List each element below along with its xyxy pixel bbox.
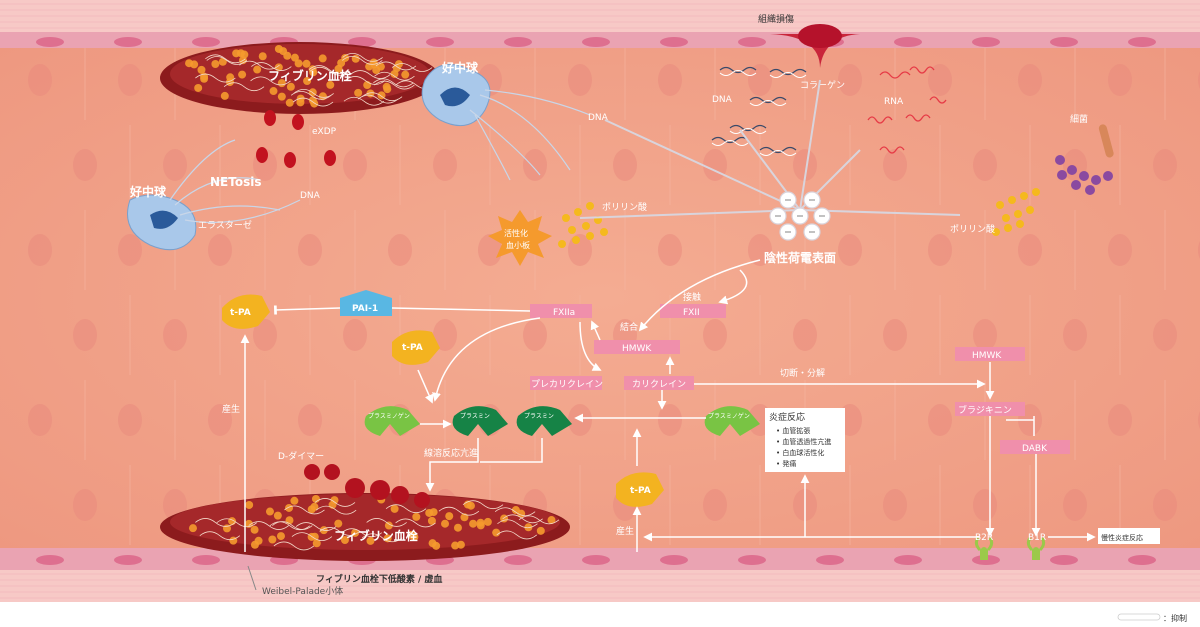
fibrin-top-label: フィブリン血栓 <box>268 68 352 83</box>
inflammation-box: 炎症反応 • 血管拡張 • 血管透過性亢進 • 白血球活性化 • 発痛 <box>765 408 845 472</box>
plasminogen-1-label: プラスミノゲン <box>368 412 410 420</box>
tpa-3-label: t-PA <box>630 486 651 496</box>
plasmin-2-label: プラスミン <box>524 413 554 420</box>
footer-bar <box>0 602 1200 627</box>
inflammation-title: 炎症反応 <box>769 411 805 423</box>
neutrophil-1-label: 好中球 <box>441 60 479 75</box>
fibrin-clot-top: フィブリン血栓 <box>160 42 440 114</box>
bacteria-label: 細菌 <box>1070 113 1088 125</box>
inflammation-item-4: • 発痛 <box>776 459 796 468</box>
neg-surface-label: 陰性荷電表面 <box>764 250 836 265</box>
ddimer-label: D-ダイマー <box>278 450 324 462</box>
plasminogen-2-label: プラスミノゲン <box>708 412 750 420</box>
pai1-label: PAI-1 <box>352 304 378 314</box>
collagen-label: コラーゲン <box>800 79 845 91</box>
fibrin-clot-bottom: フィブリン血栓 <box>160 493 570 561</box>
vessel-wall-top <box>0 0 1200 34</box>
legend-inhibit-label: ：抑制 <box>1163 613 1187 623</box>
hmwk-right-label: HMWK <box>972 351 1002 361</box>
weibel-label: Weibel-Palade小体 <box>262 585 343 597</box>
elastase-label: エラスターゼ <box>198 219 252 231</box>
inflammation-item-2: • 血管透過性亢進 <box>776 437 831 446</box>
dna-net-label: DNA <box>300 191 321 201</box>
production-left-label: 産生 <box>222 403 240 415</box>
exdp-label: eXDP <box>312 127 337 137</box>
production-right-label: 産生 <box>616 525 634 537</box>
dna-top-label: DNA <box>712 95 733 105</box>
contact-label: 接触 <box>683 291 701 303</box>
fxii-label: FXII <box>683 308 700 318</box>
fibrin-bottom-label: フィブリン血栓 <box>334 528 418 543</box>
neutrophil-2-label: 好中球 <box>129 184 167 199</box>
cleave-label: 切断・分解 <box>780 367 825 379</box>
kallikrein-label: カリクレイン <box>632 379 686 390</box>
chronic-box: 慢性炎症反応 <box>1098 528 1160 544</box>
tpa-2-label: t-PA <box>402 343 423 353</box>
prekallikrein-label: プレカリクレイン <box>531 379 603 390</box>
hmwk-center-label: HMWK <box>622 344 652 354</box>
inflammation-item-1: • 血管拡張 <box>776 426 810 435</box>
tissue-damage-label: 組織損傷 <box>758 13 794 25</box>
chronic-label: 慢性炎症反応 <box>1101 533 1143 542</box>
netosis-label: NETosis <box>210 175 261 189</box>
dabk-label: DABK <box>1022 444 1048 454</box>
platelet-label-2: 血小板 <box>506 240 530 250</box>
bradykinin-label: ブラジキニン <box>958 404 1012 416</box>
b1r-label: B1R <box>1028 533 1046 543</box>
tpa-1-label: t-PA <box>230 308 251 318</box>
inflammation-item-3: • 白血球活性化 <box>776 448 824 457</box>
hypoxia-label: フィブリン血栓下低酸素 / 虚血 <box>316 573 442 585</box>
polyp-left-label: ポリリン酸 <box>602 202 647 213</box>
plasmin-1-label: プラスミン <box>460 413 490 420</box>
fibrinolysis-label: 線溶反応亢進 <box>424 447 478 459</box>
dna-left-label: DNA <box>588 113 609 123</box>
rna-label: RNA <box>884 97 904 107</box>
polyp-right-label: ポリリン酸 <box>950 224 995 235</box>
platelet-label-1: 活性化 <box>504 228 528 238</box>
bind-label: 結合 <box>620 321 638 333</box>
fxiia-label: FXIIa <box>553 308 575 318</box>
